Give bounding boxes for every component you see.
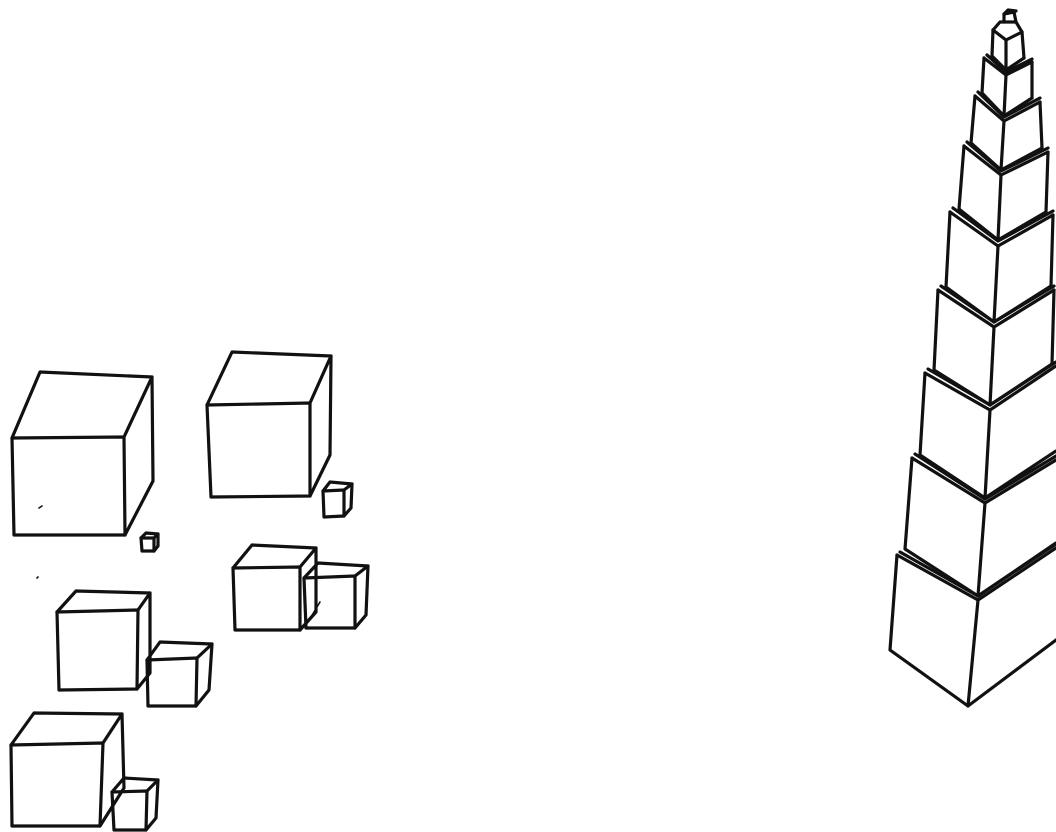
cube: [147, 642, 212, 706]
stacked-cube-tower: [890, 10, 1056, 706]
tower-tier: [992, 22, 1024, 70]
cube: [57, 591, 150, 690]
cube: [112, 778, 158, 830]
cube: [141, 533, 158, 551]
tower-cap: [1004, 10, 1016, 22]
tower-tier: [905, 454, 1056, 596]
cube: [11, 713, 124, 826]
scattered-cubes: [11, 352, 368, 830]
tower-tier: [920, 362, 1056, 498]
cube: [207, 352, 331, 497]
tower-tier: [890, 544, 1056, 706]
cube: [304, 563, 368, 628]
cube: [323, 482, 352, 517]
cube: [12, 372, 153, 535]
